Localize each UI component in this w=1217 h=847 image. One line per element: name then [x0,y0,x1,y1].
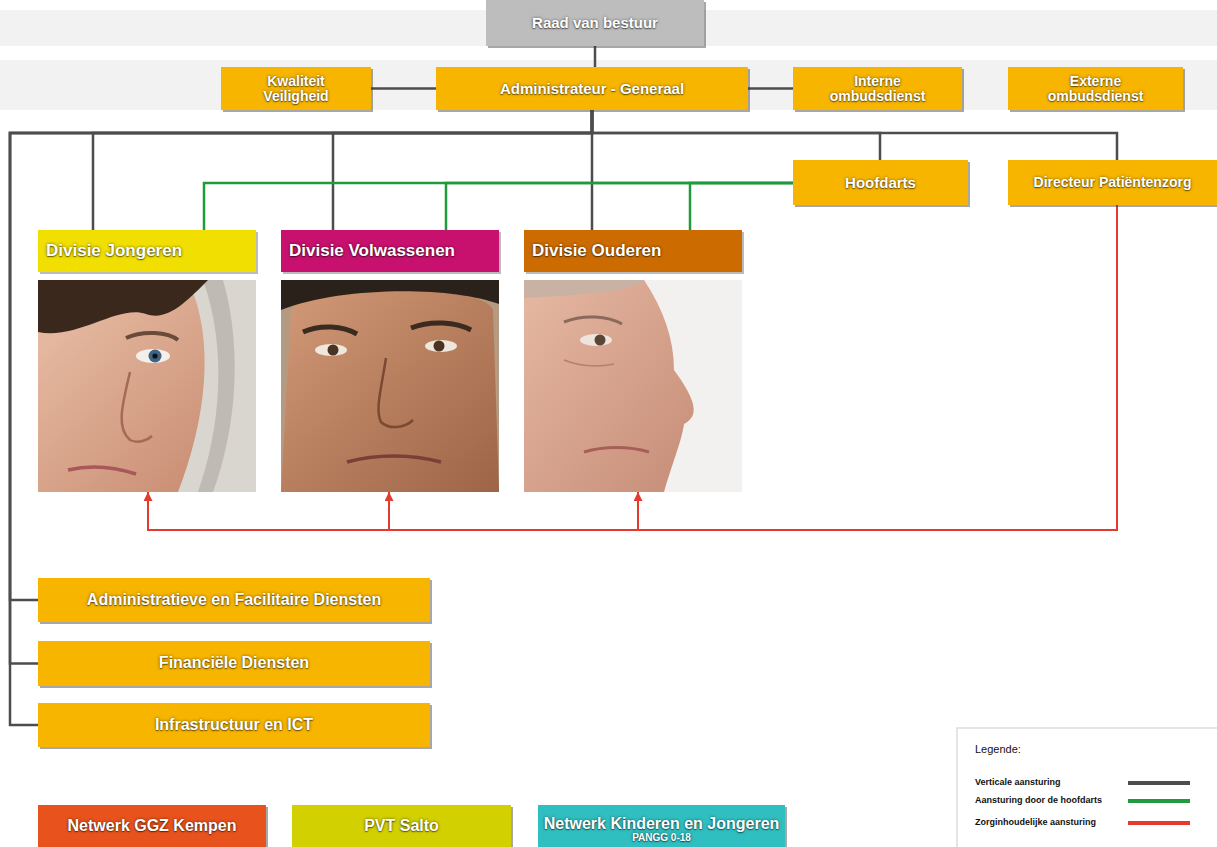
box-label: Divisie Ouderen [532,242,661,259]
connector-line [93,110,592,230]
connector-line [594,46,597,67]
box-label: Divisie Jongeren [46,242,182,259]
box-label: Divisie Volwassenen [289,242,455,259]
legend-entry: Aansturing door de hoofdarts [975,795,1102,805]
staff-box: Externe ombudsdienst [1008,67,1183,110]
connector-line [592,110,1117,160]
director-box: Hoofdarts [793,160,968,205]
box-label: Directeur Patiëntenzorg [1034,175,1192,189]
box-label: Administrateur - Generaal [500,81,684,96]
division-panel: Divisie Jongeren [38,230,256,492]
division-panel: Divisie Volwassenen [281,230,499,492]
connector-line [690,183,793,230]
network-box: Netwerk GGZ Kempen [38,805,266,847]
service-box: Administratieve en Facilitaire Diensten [38,578,430,622]
connector-line [446,183,793,230]
box-label: PVT Salto [364,818,439,834]
connector-line [371,87,436,90]
service-box: Infrastructuur en ICT [38,703,430,747]
photo-young [38,280,256,492]
box-label: Raad van bestuur [532,15,658,30]
division-header: Divisie Volwassenen [281,230,499,272]
box-label: Netwerk GGZ Kempen [68,818,237,834]
box-sublabel: PANGG 0-18 [632,833,691,843]
photo-adult [281,280,499,492]
box-label: Administratieve en Facilitaire Diensten [87,592,381,608]
connector-line [592,110,880,160]
connector-line [748,87,793,90]
director-box: Directeur Patiëntenzorg [1008,160,1217,205]
staff-box: Interne ombudsdienst [793,67,962,110]
board-box: Raad van bestuur [486,0,704,46]
connector-line [10,110,592,664]
legend-entry: Verticale aansturing [975,777,1061,787]
division-header: Divisie Jongeren [38,230,256,272]
network-box: PVT Salto [292,805,511,847]
box-label: Netwerk Kinderen en Jongeren [544,816,780,832]
legend-entry: Zorginhoudelijke aansturing [975,817,1096,827]
legend-sample [1128,799,1190,803]
connector-line [333,110,592,230]
legend-sample [1128,821,1190,825]
box-label: Hoofdarts [845,175,916,190]
legend-heading: Legende: [975,743,1021,755]
division-header: Divisie Ouderen [524,230,742,272]
legend-frame [957,728,1217,847]
connector-line [204,183,793,230]
box-label: Externe ombudsdienst [1040,74,1152,103]
connector-line [148,205,1117,530]
network-box: Netwerk Kinderen en JongerenPANGG 0-18 [538,805,785,847]
box-label: Financiële Diensten [159,655,309,671]
box-label: Infrastructuur en ICT [155,717,313,733]
connector-line [10,110,592,725]
photo-elder [524,280,742,492]
staff-box: Kwaliteit Veiligheid [221,67,371,110]
service-box: Financiële Diensten [38,641,430,686]
division-panel: Divisie Ouderen [524,230,742,492]
second-band [0,60,1217,110]
box-label: Interne ombudsdienst [822,74,934,103]
box-label: Kwaliteit Veiligheid [248,74,344,103]
legend-sample [1128,781,1190,785]
executive-box: Administrateur - Generaal [436,67,748,110]
